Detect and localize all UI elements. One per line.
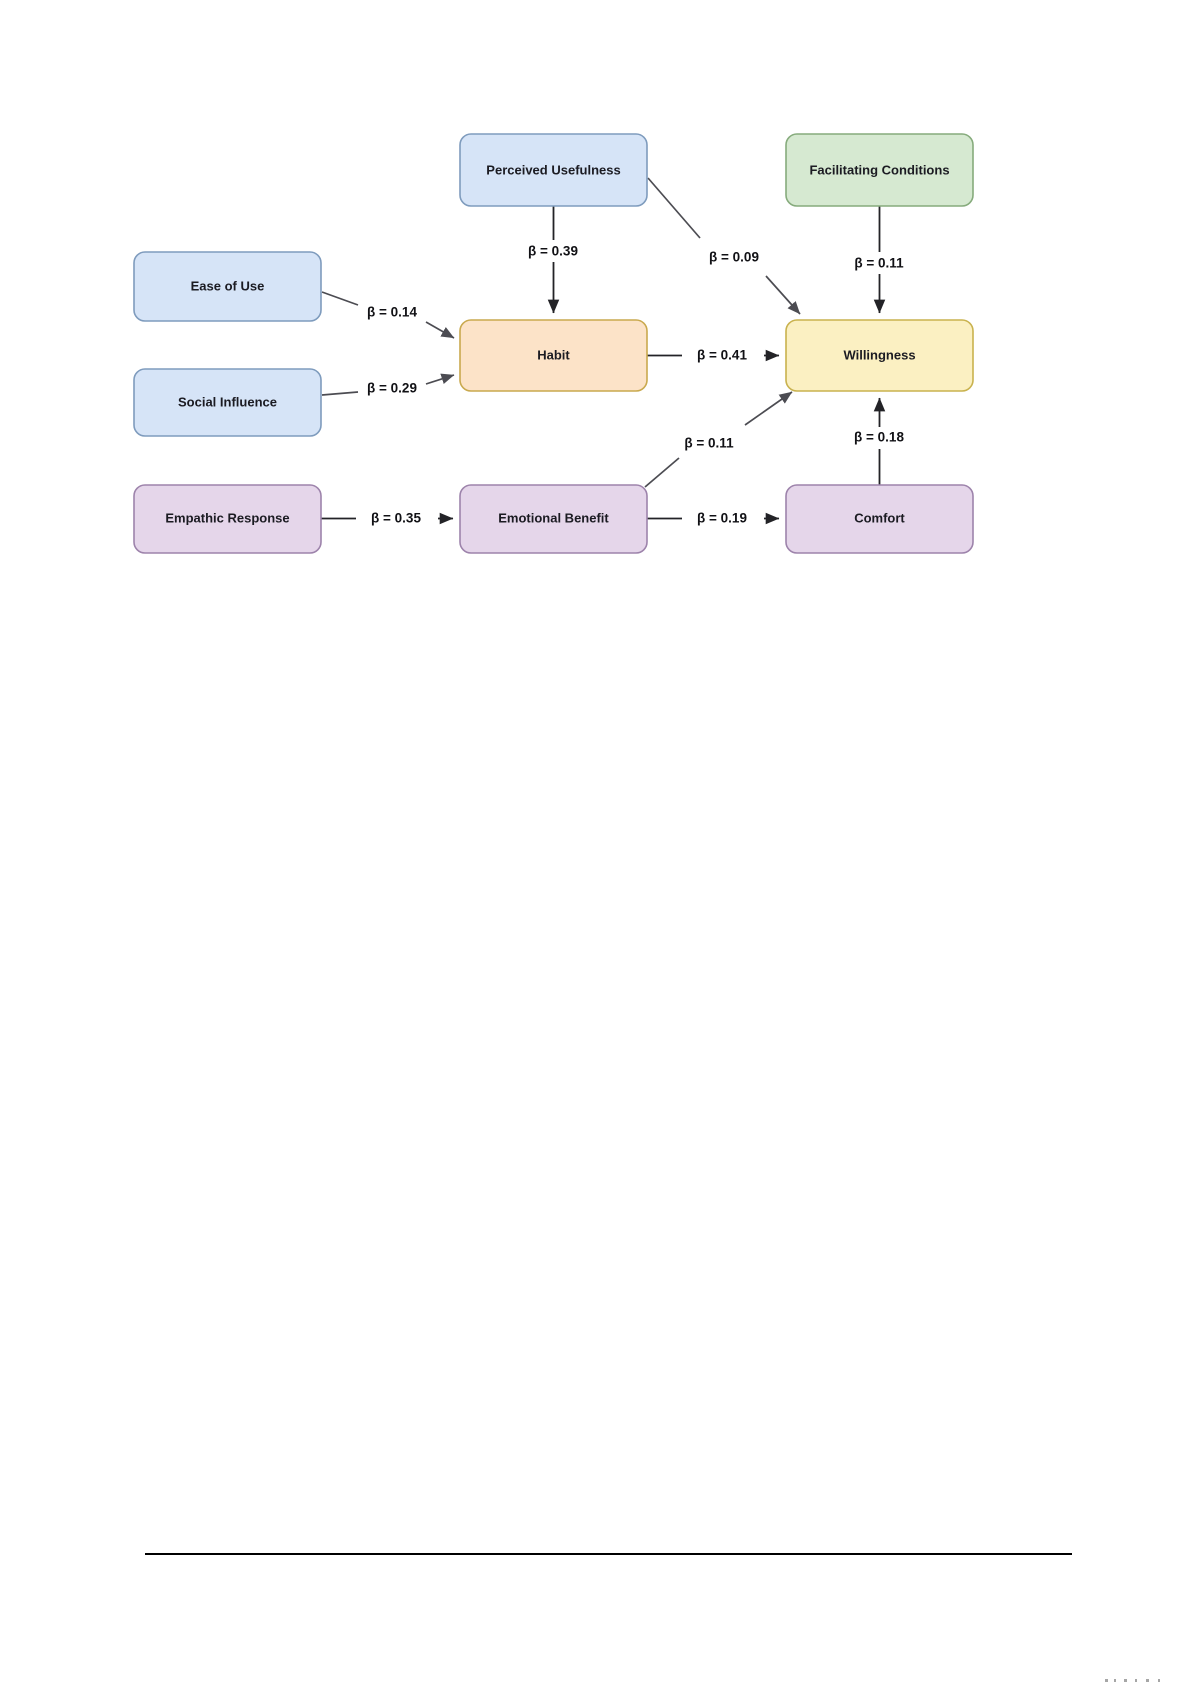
edge-label-habit-willingness: β = 0.41 bbox=[697, 348, 747, 363]
node-empathic-response[interactable]: Empathic Response bbox=[133, 484, 322, 554]
edge-pu-willingness: β = 0.09 bbox=[647, 177, 801, 315]
node-label-empathic-response: Empathic Response bbox=[165, 510, 289, 525]
footer-horizontal-rule bbox=[145, 1553, 1072, 1555]
node-label-ease-of-use: Ease of Use bbox=[191, 278, 265, 293]
edge-label-comfort-willingness: β = 0.18 bbox=[854, 430, 904, 445]
edge-pu-habit: β = 0.39 bbox=[512, 206, 596, 314]
node-label-facilitating-conditions: Facilitating Conditions bbox=[809, 162, 949, 177]
edge-fc-willingness: β = 0.11 bbox=[838, 206, 922, 314]
edge-label-fc-willingness: β = 0.11 bbox=[854, 256, 904, 271]
node-label-willingness: Willingness bbox=[843, 347, 915, 362]
path-diagram: β = 0.39 β = 0.09 β = 0.11 β = 0.14 bbox=[0, 0, 1192, 620]
edge-label-er-eb: β = 0.35 bbox=[371, 511, 421, 526]
node-label-habit: Habit bbox=[537, 347, 570, 362]
node-habit[interactable]: Habit bbox=[459, 319, 648, 392]
edge-label-pu-habit: β = 0.39 bbox=[528, 244, 578, 259]
edge-label-pu-willingness: β = 0.09 bbox=[709, 250, 759, 265]
edge-label-si-habit: β = 0.29 bbox=[367, 381, 417, 396]
node-comfort[interactable]: Comfort bbox=[785, 484, 974, 554]
edge-habit-willingness: β = 0.41 bbox=[647, 345, 780, 366]
node-social-influence[interactable]: Social Influence bbox=[133, 368, 322, 437]
node-ease-of-use[interactable]: Ease of Use bbox=[133, 251, 322, 322]
node-facilitating-conditions[interactable]: Facilitating Conditions bbox=[785, 133, 974, 207]
node-label-perceived-usefulness: Perceived Usefulness bbox=[486, 162, 620, 177]
node-label-emotional-benefit: Emotional Benefit bbox=[498, 510, 609, 525]
node-label-comfort: Comfort bbox=[854, 510, 905, 525]
page-edge-artifact bbox=[1105, 1679, 1191, 1682]
edge-eb-comfort: β = 0.19 bbox=[647, 508, 780, 529]
edge-si-habit: β = 0.29 bbox=[321, 373, 455, 396]
node-perceived-usefulness[interactable]: Perceived Usefulness bbox=[459, 133, 648, 207]
edge-eou-habit: β = 0.14 bbox=[321, 291, 455, 339]
edge-label-eou-habit: β = 0.14 bbox=[367, 305, 417, 320]
edge-label-eb-willingness: β = 0.11 bbox=[684, 436, 734, 451]
path-diagram-svg: β = 0.39 β = 0.09 β = 0.11 β = 0.14 bbox=[133, 133, 974, 554]
node-label-social-influence: Social Influence bbox=[178, 394, 277, 409]
edge-eb-willingness: β = 0.11 bbox=[644, 391, 793, 488]
edge-label-eb-comfort: β = 0.19 bbox=[697, 511, 747, 526]
edge-er-eb: β = 0.35 bbox=[321, 508, 454, 529]
edge-comfort-willingness: β = 0.18 bbox=[838, 397, 922, 486]
node-willingness[interactable]: Willingness bbox=[785, 319, 974, 392]
node-emotional-benefit[interactable]: Emotional Benefit bbox=[459, 484, 648, 554]
